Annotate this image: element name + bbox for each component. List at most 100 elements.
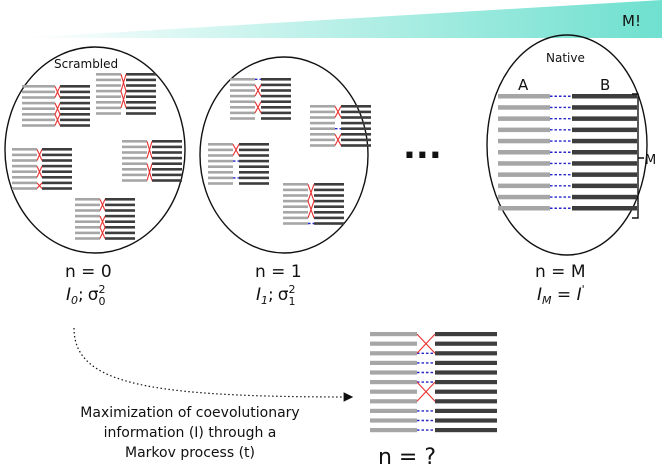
dark-bar xyxy=(435,408,497,413)
info-m-eq: = xyxy=(552,285,577,305)
dark-bar xyxy=(42,181,72,185)
dark-bar xyxy=(239,182,269,185)
info-m-sub: M xyxy=(542,294,552,307)
dark-bar xyxy=(152,173,182,177)
light-bar xyxy=(96,101,121,104)
light-bar xyxy=(22,124,55,127)
light-bar xyxy=(310,110,335,114)
result-label: n = ? xyxy=(378,445,436,466)
dark-bar xyxy=(126,95,156,98)
dark-bar xyxy=(435,341,497,346)
light-bar xyxy=(208,171,233,174)
info-m-I: I xyxy=(537,285,542,305)
light-bar xyxy=(12,170,37,173)
wrong-link xyxy=(146,141,153,159)
light-bar xyxy=(310,127,335,130)
dark-bar xyxy=(239,159,269,163)
info-0-sup: 2 xyxy=(99,283,106,296)
light-bar xyxy=(310,116,335,119)
light-bar xyxy=(12,159,37,162)
dark-bar xyxy=(572,172,637,177)
light-bar xyxy=(230,83,255,87)
dark-bar xyxy=(435,351,497,356)
dark-bar xyxy=(314,188,344,192)
wrong-link xyxy=(146,163,153,181)
process-line-2: information (I) through a xyxy=(104,425,277,441)
light-bar xyxy=(498,206,550,211)
info-0-I: I xyxy=(66,285,71,305)
light-bar xyxy=(75,220,100,223)
wrong-link xyxy=(254,84,262,97)
light-bar xyxy=(122,151,147,154)
step1-ellipse xyxy=(199,56,369,254)
light-bar xyxy=(122,168,147,171)
dark-bar xyxy=(105,231,135,235)
dark-bar xyxy=(60,113,90,116)
light-bar xyxy=(283,199,308,203)
light-bar xyxy=(96,84,121,87)
dark-bar xyxy=(261,89,291,92)
light-bar xyxy=(230,94,255,98)
light-bar xyxy=(96,95,121,98)
light-bar xyxy=(498,194,550,200)
dark-bar xyxy=(60,96,90,99)
light-bar xyxy=(75,226,100,229)
dark-bar xyxy=(105,203,135,207)
light-bar xyxy=(208,143,233,146)
light-bar xyxy=(122,156,147,160)
dark-bar xyxy=(572,94,637,99)
native-bracket-label: M xyxy=(645,153,656,168)
dark-bar xyxy=(572,206,637,211)
light-bar xyxy=(122,145,147,149)
dark-bar xyxy=(126,73,156,76)
wrong-link xyxy=(54,114,61,126)
wrong-link xyxy=(416,333,436,354)
light-bar xyxy=(498,172,550,177)
dark-bar xyxy=(314,194,344,197)
light-bar xyxy=(75,231,100,235)
dark-bar xyxy=(341,138,371,142)
alignment-bars xyxy=(12,73,637,433)
info-1-sub: 1 xyxy=(261,294,268,307)
native-bracket xyxy=(632,93,644,219)
wrong-link xyxy=(99,215,106,228)
light-bar xyxy=(208,182,233,185)
native-ellipse xyxy=(486,34,648,256)
dark-bar xyxy=(152,168,182,171)
light-bar xyxy=(22,107,55,110)
dark-bar xyxy=(435,418,497,423)
n-label-1: n = 1 xyxy=(255,262,302,282)
dark-bar xyxy=(239,154,269,157)
light-bar xyxy=(22,118,55,122)
light-bar xyxy=(498,94,550,99)
dark-bar xyxy=(435,399,497,404)
light-bar xyxy=(208,165,233,168)
light-bar xyxy=(75,237,100,240)
dark-bar xyxy=(435,360,497,365)
light-bar xyxy=(283,216,308,220)
banner-label: M! xyxy=(622,12,641,30)
dark-bar xyxy=(105,226,135,229)
dark-bar xyxy=(572,150,637,155)
wrong-link xyxy=(232,144,240,156)
dark-bar xyxy=(239,143,269,146)
dark-bar xyxy=(314,205,344,208)
light-bar xyxy=(122,162,147,165)
permutation-wedge xyxy=(20,0,662,38)
dark-bar xyxy=(105,220,135,223)
light-bar xyxy=(12,187,37,190)
dark-bar xyxy=(60,107,90,110)
dark-bar xyxy=(60,90,90,94)
dark-bar xyxy=(42,176,72,179)
dark-bar xyxy=(314,199,344,203)
dark-bar xyxy=(126,78,156,82)
wrong-link xyxy=(54,102,61,115)
dark-bar xyxy=(239,171,269,174)
light-bar xyxy=(208,159,233,163)
light-bar xyxy=(310,105,335,108)
dark-bar xyxy=(261,100,291,103)
light-bar xyxy=(370,360,417,365)
